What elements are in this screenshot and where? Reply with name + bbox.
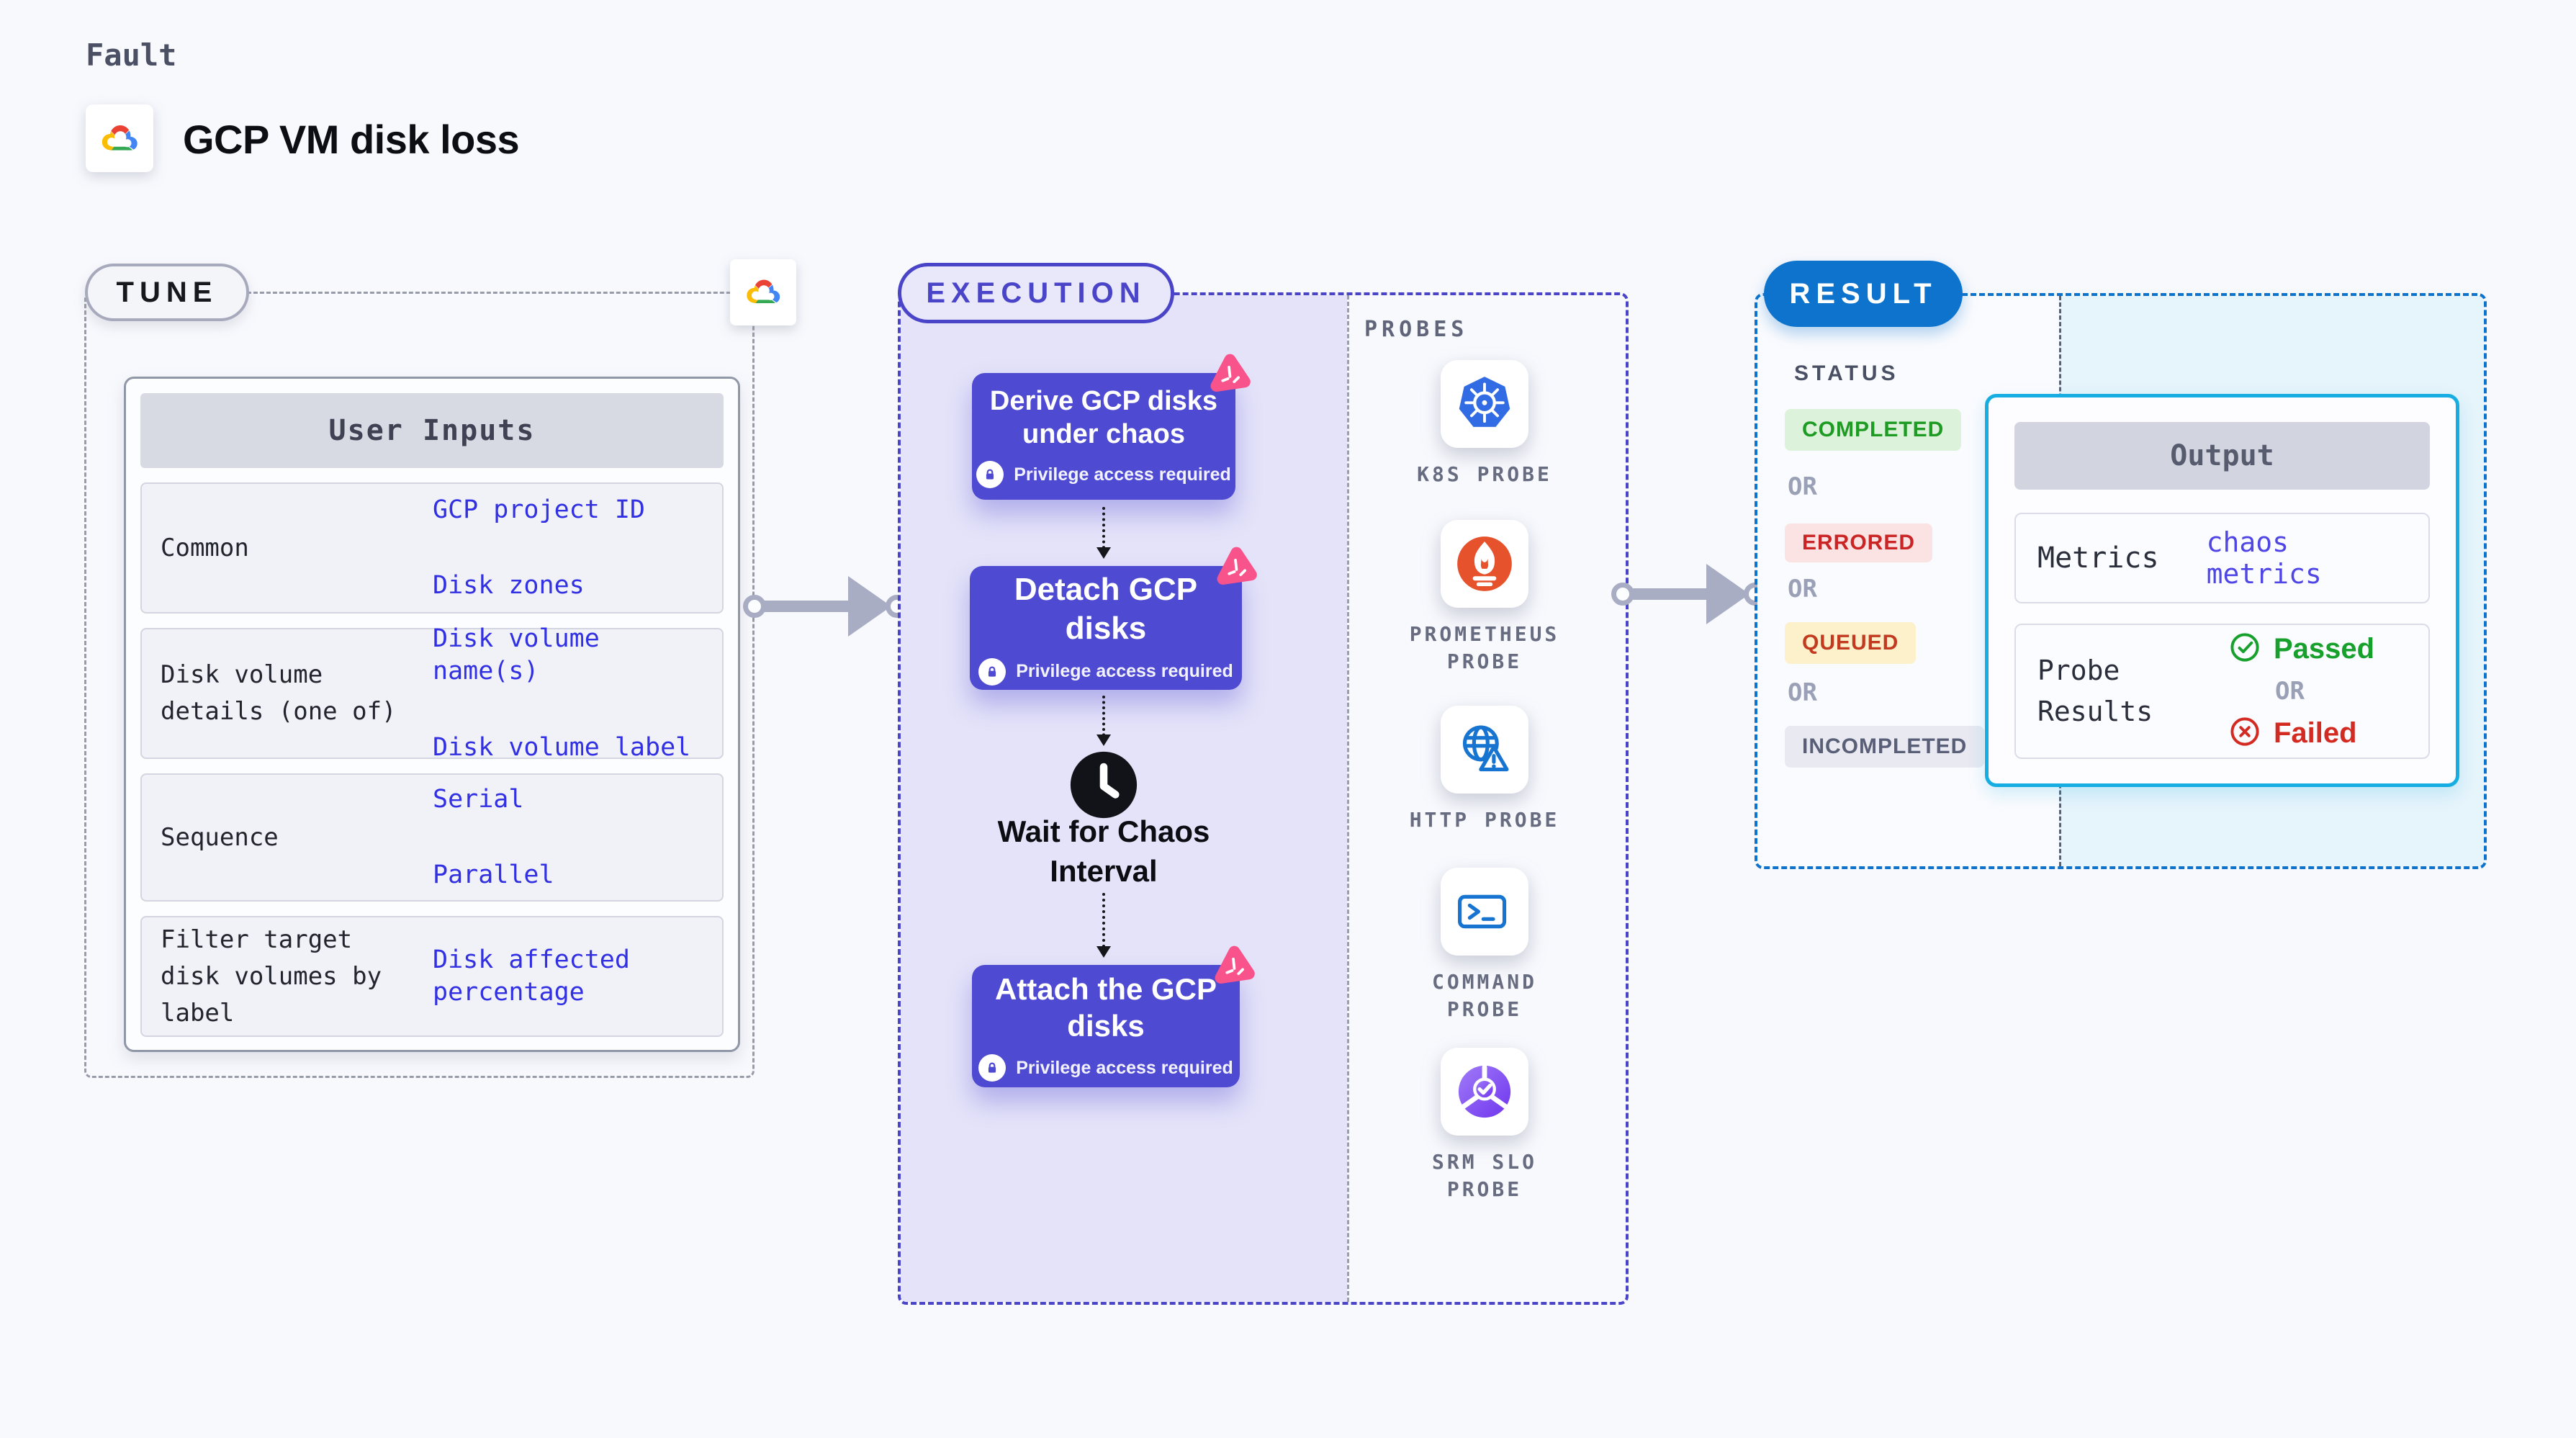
derive-gcp-disks-node[interactable]: Derive GCP disks under chaos Privilege a… — [972, 354, 1251, 500]
user-inputs-card: User Inputs Common GCP project ID Disk z… — [124, 377, 740, 1052]
wait-for-chaos-label: Wait for Chaos Interval — [997, 814, 1210, 888]
row-label: Sequence — [161, 822, 279, 852]
row-value[interactable]: GCP project ID — [433, 495, 646, 524]
node-title: Derive GCP disks under chaos — [989, 385, 1218, 449]
result-pill[interactable]: RESULT — [1764, 261, 1963, 327]
arrow-head — [848, 576, 891, 637]
terminal-icon — [1441, 868, 1528, 956]
probe-command[interactable]: COMMAND PROBE — [1390, 868, 1580, 1023]
row-label: Disk volume details (one of) — [161, 660, 397, 726]
user-input-row-filter: Filter target disk volumes by label Disk… — [140, 916, 724, 1037]
execution-probes-divider — [1347, 295, 1349, 1302]
privilege-text: Privilege access required — [1016, 661, 1233, 682]
status-title: STATUS — [1794, 361, 1899, 385]
probe-results-label: Probe Results — [2037, 655, 2153, 727]
probe-caption: K8S PROBE — [1417, 462, 1552, 486]
flow-connector — [1096, 696, 1111, 746]
row-value[interactable]: Disk volume label — [433, 732, 691, 762]
lock-icon — [976, 461, 1004, 489]
metrics-value[interactable]: chaos metrics — [2206, 526, 2322, 590]
or-separator: OR — [1788, 678, 1817, 707]
row-value[interactable]: Serial — [433, 784, 524, 814]
kubernetes-icon — [1441, 360, 1528, 448]
probe-prometheus[interactable]: PROMETHEUS PROBE — [1390, 520, 1580, 675]
row-value[interactable]: Disk affected percentage — [433, 945, 630, 1007]
passed-label: Passed — [2274, 633, 2375, 665]
gcp-cloud-icon — [96, 119, 143, 158]
probe-caption: SRM SLO PROBE — [1431, 1150, 1537, 1201]
or-separator: OR — [1788, 575, 1817, 603]
srm-slo-icon — [1441, 1048, 1528, 1136]
tune-pill[interactable]: TUNE — [85, 264, 249, 321]
privilege-badge: Privilege access required — [978, 657, 1233, 686]
probe-k8s[interactable]: K8S PROBE — [1390, 360, 1580, 488]
user-input-row-common: Common GCP project ID Disk zones — [140, 482, 724, 614]
node-title: Attach the GCP disks — [994, 971, 1217, 1043]
probe-caption: COMMAND PROBE — [1431, 970, 1537, 1021]
row-value[interactable]: Disk volume name(s) — [433, 624, 600, 686]
passed-line: Passed — [2229, 632, 2374, 667]
user-input-row-disk-volume: Disk volume details (one of) Disk volume… — [140, 624, 724, 762]
probes-section-title: PROBES — [1364, 317, 1469, 342]
metrics-row: Metrics chaos metrics — [2014, 513, 2430, 603]
probe-caption: HTTP PROBE — [1409, 808, 1560, 832]
flow-connector — [1096, 507, 1111, 559]
failed-label: Failed — [2274, 717, 2357, 749]
status-badge-queued: QUEUED — [1785, 622, 1917, 664]
privilege-text: Privilege access required — [1016, 1057, 1233, 1078]
flow-connector — [1096, 893, 1111, 958]
attach-gcp-disks-node[interactable]: Attach the GCP disks Privilege access re… — [972, 945, 1255, 1087]
output-card: Output Metrics chaos metrics Probe Resul… — [1985, 394, 2459, 787]
status-badge-errored: ERRORED — [1785, 523, 1933, 562]
row-label: Common — [161, 533, 249, 562]
probe-http[interactable]: HTTP PROBE — [1390, 706, 1580, 834]
http-globe-icon — [1441, 706, 1528, 794]
litmus-chaos-icon — [1204, 351, 1254, 397]
lock-icon — [978, 657, 1006, 686]
arrow-head — [1706, 564, 1749, 624]
or-separator: OR — [1788, 472, 1817, 501]
passed-check-icon — [2229, 632, 2261, 667]
tune-panel — [84, 292, 755, 1078]
failed-x-icon — [2229, 716, 2261, 751]
litmus-chaos-icon — [1208, 943, 1258, 989]
status-badge-incompleted: INCOMPLETED — [1785, 726, 1985, 768]
privilege-text: Privilege access required — [1014, 464, 1231, 485]
litmus-chaos-icon — [1210, 544, 1261, 590]
gcp-logo-card — [86, 104, 153, 172]
prometheus-icon — [1441, 520, 1528, 608]
execution-to-result-arrow — [1611, 562, 1767, 626]
clock-icon — [1069, 750, 1138, 819]
status-badge-completed: COMPLETED — [1785, 409, 1962, 451]
detach-gcp-disks-node[interactable]: Detach GCP disks Privilege access requir… — [970, 547, 1257, 690]
fault-kicker: Fault — [86, 37, 177, 73]
gcp-cloud-icon — [741, 274, 785, 311]
user-inputs-title: User Inputs — [140, 393, 724, 468]
arrow-shaft — [763, 601, 851, 612]
page-title: GCP VM disk loss — [183, 117, 520, 162]
arrow-shaft — [1631, 588, 1709, 600]
row-label: Filter target disk volumes by label — [161, 925, 382, 1028]
row-value[interactable]: Disk zones — [433, 571, 585, 600]
tune-to-execution-arrow — [743, 575, 909, 638]
node-title: Detach GCP disks — [1014, 572, 1198, 646]
gcp-connector-card — [730, 259, 796, 325]
or-separator: OR — [2275, 677, 2305, 706]
probe-results-row: Probe Results Passed OR — [2014, 624, 2430, 759]
privilege-badge: Privilege access required — [976, 461, 1231, 489]
metrics-label: Metrics — [2037, 542, 2159, 575]
user-input-row-sequence: Sequence Serial Parallel — [140, 773, 724, 902]
lock-icon — [978, 1054, 1006, 1082]
output-title: Output — [2014, 422, 2430, 490]
row-value[interactable]: Parallel — [433, 860, 554, 889]
failed-line: Failed — [2229, 716, 2374, 751]
probe-srm-slo[interactable]: SRM SLO PROBE — [1390, 1048, 1580, 1203]
execution-pill[interactable]: EXECUTION — [898, 263, 1174, 323]
privilege-badge: Privilege access required — [978, 1054, 1233, 1082]
probe-caption: PROMETHEUS PROBE — [1409, 622, 1560, 673]
